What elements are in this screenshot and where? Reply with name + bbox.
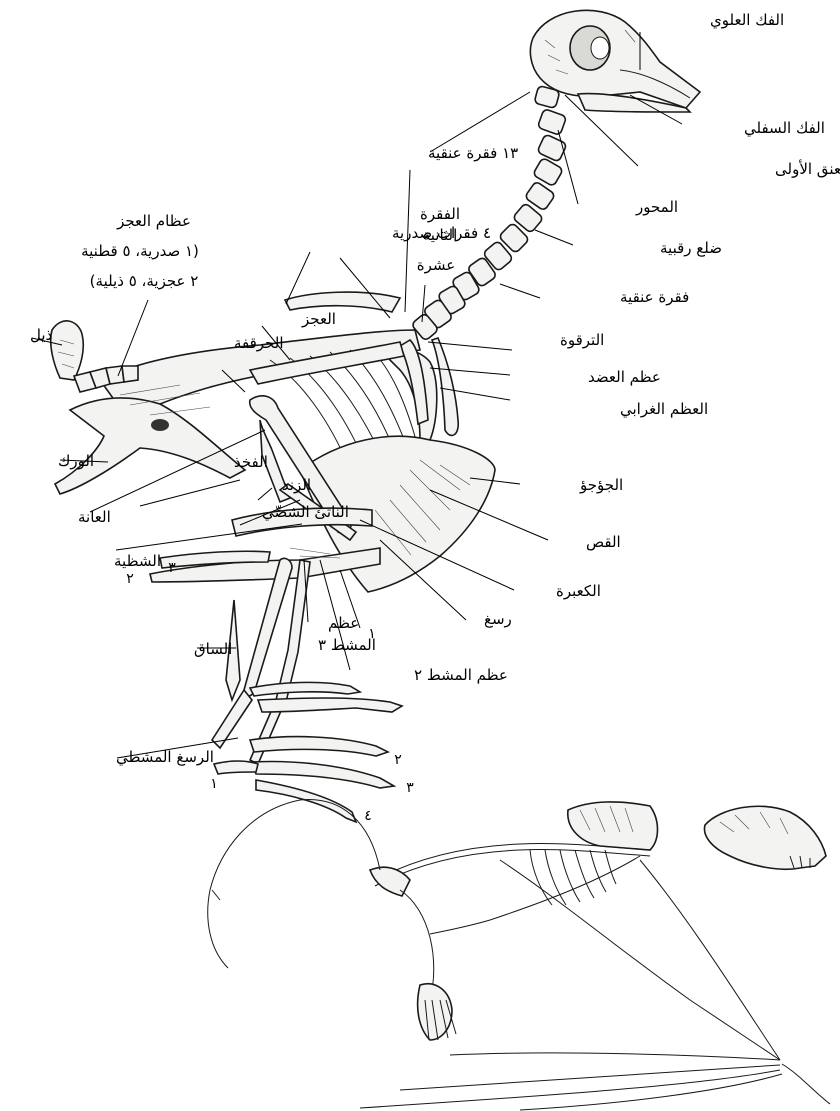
label-tail: ذيل — [30, 326, 52, 344]
label-pubis: العانة — [78, 508, 111, 526]
label-metacarpal-2: عظم المشط ٢ — [414, 666, 508, 684]
label-sacral-line2: ٢ عجزية، ٥ ذيلية) — [90, 272, 199, 290]
bird-legs — [212, 558, 402, 822]
label-coracoid: العظم الغرابي — [620, 400, 708, 419]
label-toe-3: ٣ — [406, 780, 414, 796]
label-wing-digit-3: ٣ — [168, 560, 176, 576]
label-axis: المحور — [635, 198, 678, 216]
label-carpus: رسغ — [484, 610, 512, 628]
label-second-line1: الفقرة — [420, 205, 460, 223]
label-ilium: الحرقفة — [234, 334, 284, 352]
label-cervical-13: ١٣ فقرة عنقية — [428, 144, 518, 162]
label-metacarpal-line2: المشط ٣ — [318, 636, 376, 654]
label-sacrum: العجز — [301, 310, 336, 328]
label-humerus: عظم العضد — [588, 368, 661, 386]
label-sternum: الجؤجؤ — [579, 476, 623, 494]
label-sacral-line1: (١ صدرية، ٥ قطنية — [81, 242, 199, 260]
label-toe-4: ٤ — [364, 808, 372, 824]
label-second-line3: عشرة — [417, 256, 455, 274]
label-lower-jaw: الفك السفلي — [744, 119, 825, 138]
label-wing-digit-2: ٢ — [126, 571, 134, 587]
label-ulna: الزند — [282, 476, 311, 494]
label-cervical-rib: ضلع رقبية — [660, 239, 722, 257]
label-metacarpal-line1: عظم — [328, 614, 359, 632]
label-cervical-vertebra: فقرة عنقية — [620, 288, 689, 306]
bird-tail — [51, 321, 138, 392]
label-femur: الفخذ — [234, 453, 268, 471]
label-phalanx: الشظية — [114, 552, 161, 570]
label-metacarpal-1: ١ — [368, 626, 376, 642]
label-tibial-crest: الناتئ الشصِّي — [262, 503, 349, 522]
label-atlas: فقرة العنق الأولى — [775, 159, 840, 178]
label-toe-1: ١ — [210, 776, 218, 792]
label-clavicle: الترقوة — [560, 331, 604, 349]
label-ischium: الورك — [58, 452, 94, 470]
label-tibia: الساق — [194, 640, 232, 658]
bat-skeleton — [208, 800, 830, 1110]
label-sacral-title: عظام العجز — [116, 212, 191, 230]
label-tarsometatarsus: الرسغ المشطي — [116, 748, 214, 767]
label-radius: الكعبرة — [556, 582, 601, 600]
label-upper-jaw: الفك العلوي — [710, 11, 784, 30]
label-toe-2: ٢ — [394, 752, 402, 768]
label-thoracic-4: ٤ فقرات صدرية — [392, 224, 491, 242]
label-keel: القص — [586, 533, 621, 551]
